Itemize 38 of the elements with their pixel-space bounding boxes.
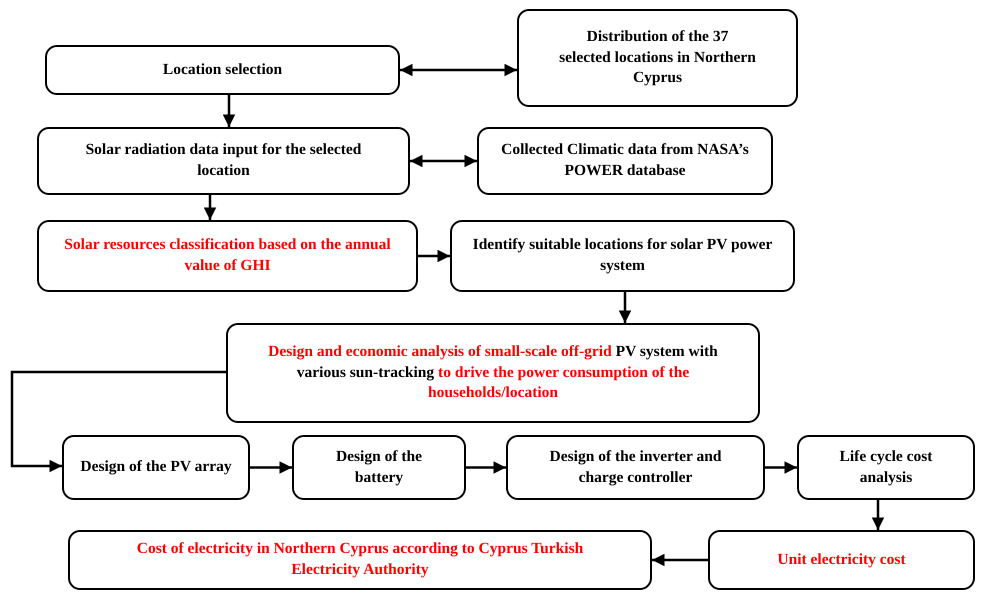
- process-box: [37, 220, 418, 292]
- process-box: [450, 220, 795, 292]
- arrow: [618, 292, 632, 323]
- box-label: Design and economic analysis of small-scale off-grid PV system with various sun-tracking to drive the power consumption of the households/location: [267, 342, 719, 404]
- process-box: [797, 435, 975, 500]
- box-label: Design of the inverter and charge controller: [548, 446, 722, 488]
- process-box: [68, 530, 652, 590]
- arrow: [652, 554, 708, 566]
- process-box: [517, 9, 798, 107]
- process-box: [506, 435, 765, 500]
- process-box: [62, 435, 250, 500]
- arrow: [410, 154, 477, 168]
- box-label: Cost of electricity in Northern Cyprus according to Cyprus Turkish Electricity Authority: [136, 539, 584, 580]
- arrow: [10, 370, 226, 472]
- arrow: [466, 461, 506, 474]
- box-label: Design of the PV array: [80, 457, 232, 478]
- box-label: Design of the battery: [334, 446, 424, 488]
- process-box: [37, 127, 410, 195]
- box-label: Solar resources classification based on the annual value of GHI: [63, 235, 392, 276]
- box-label: Identify suitable locations for solar PV power system: [472, 235, 774, 276]
- arrow: [222, 95, 236, 127]
- arrow: [400, 64, 517, 76]
- process-box: [477, 127, 773, 195]
- process-box: [708, 530, 975, 590]
- box-label: Distribution of the 37 selected locations in Northern Cyprus: [559, 26, 756, 88]
- arrow: [418, 250, 450, 262]
- box-label: Collected Climatic data from NASA’s POWER database: [500, 140, 750, 181]
- box-label: Solar radiation data input for the selected location: [84, 140, 362, 181]
- process-box: [226, 323, 760, 423]
- arrow: [765, 461, 797, 474]
- arrow: [872, 500, 884, 530]
- arrow: [204, 195, 216, 220]
- box-label: Location selection: [162, 60, 282, 80]
- process-box: [292, 435, 466, 500]
- box-label: Life cycle cost analysis: [838, 446, 934, 488]
- process-box: [45, 45, 400, 95]
- box-label: Unit electricity cost: [777, 550, 906, 570]
- arrow: [250, 461, 292, 474]
